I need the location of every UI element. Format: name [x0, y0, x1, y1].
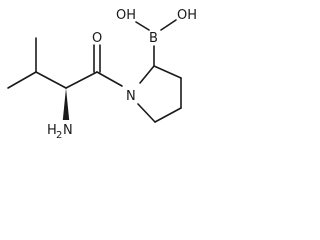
boron-label: B: [149, 31, 158, 46]
hydroxyl-right-label: OH: [177, 8, 197, 23]
amine-subscript-label: 2: [56, 130, 62, 141]
structure-canvas: OH OH B O N H 2 N: [0, 0, 244, 144]
amine-h-label: H: [47, 123, 57, 138]
carbonyl-oxygen-label: O: [92, 31, 102, 46]
bond-ccarbonyl-n: [96, 71, 123, 87]
amine-n-label: N: [63, 123, 73, 138]
bond-b-oh-left: [135, 21, 150, 31]
bond-calpha-amine-wedge: [62, 88, 70, 120]
bond-c4ring-c5ring: [154, 107, 182, 123]
bond-b-oh-right: [160, 19, 177, 31]
bond-c2ring-c3ring: [153, 65, 182, 79]
bond-c5ring-n: [137, 103, 156, 123]
bond-calpha-ccarbonyl: [65, 71, 98, 89]
hydroxyl-left-label: OH: [116, 8, 136, 23]
bond-n-c2ring: [139, 65, 155, 84]
bond-c1-c2: [7, 71, 37, 89]
ring-nitrogen-label: N: [126, 89, 136, 104]
bond-c2-calpha: [35, 71, 67, 89]
molecule-diagram: OH OH B O N H 2 N: [7, 8, 197, 141]
